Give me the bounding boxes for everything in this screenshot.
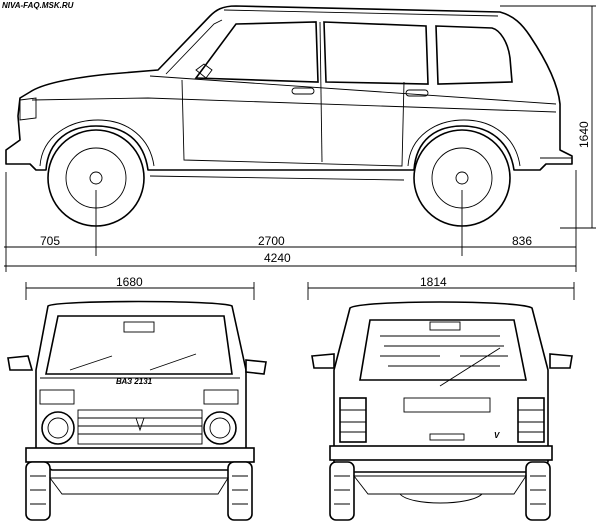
rear-body-outline bbox=[333, 301, 549, 473]
front-headlight-left bbox=[41, 411, 75, 445]
front-grille bbox=[77, 409, 203, 445]
dim-height: 1640 bbox=[577, 121, 591, 148]
dim-wheelbase: 2700 bbox=[258, 234, 285, 248]
dim-front-overhang: 705 bbox=[40, 234, 60, 248]
front-view: 1680 ВАЗ 2131 bbox=[7, 275, 267, 521]
side-dimensions: 705 2700 836 4240 1640 bbox=[4, 5, 596, 272]
dim-front-width: 1680 bbox=[116, 275, 143, 289]
front-headlight-right bbox=[203, 411, 237, 445]
dim-rear-overhang: 836 bbox=[512, 234, 532, 248]
rear-bumper bbox=[329, 445, 553, 461]
dim-rear-width: 1814 bbox=[420, 275, 447, 289]
rear-taillight-right bbox=[517, 397, 545, 443]
side-windshield bbox=[165, 19, 223, 75]
front-bumper bbox=[25, 447, 255, 463]
side-quarter-window bbox=[435, 25, 513, 85]
rear-tire-right bbox=[525, 461, 551, 521]
front-tire-left bbox=[25, 461, 51, 521]
front-door-handle bbox=[291, 87, 315, 95]
front-tire-right bbox=[227, 461, 253, 521]
front-windshield bbox=[45, 315, 233, 375]
rear-wiper bbox=[439, 347, 501, 387]
side-body-outline bbox=[5, 5, 573, 171]
side-front-window bbox=[194, 21, 319, 83]
rear-tire-left bbox=[329, 461, 355, 521]
rear-door-handle bbox=[405, 89, 429, 97]
front-turn-left bbox=[39, 389, 75, 405]
svg-text:V: V bbox=[494, 431, 500, 440]
side-view bbox=[5, 5, 573, 227]
dim-overall-length: 4240 bbox=[264, 251, 291, 265]
rear-window bbox=[359, 319, 527, 381]
source-url: NIVA-FAQ.MSK.RU bbox=[2, 1, 74, 10]
side-rear-window bbox=[323, 21, 429, 85]
front-body-outline bbox=[35, 300, 247, 471]
front-plate-badge: ВАЗ 2131 bbox=[116, 377, 153, 386]
rear-view: 1814 V bbox=[307, 275, 575, 521]
front-turn-right bbox=[203, 389, 239, 405]
rear-taillight-left bbox=[339, 397, 367, 443]
rear-plate-recess bbox=[403, 397, 491, 413]
